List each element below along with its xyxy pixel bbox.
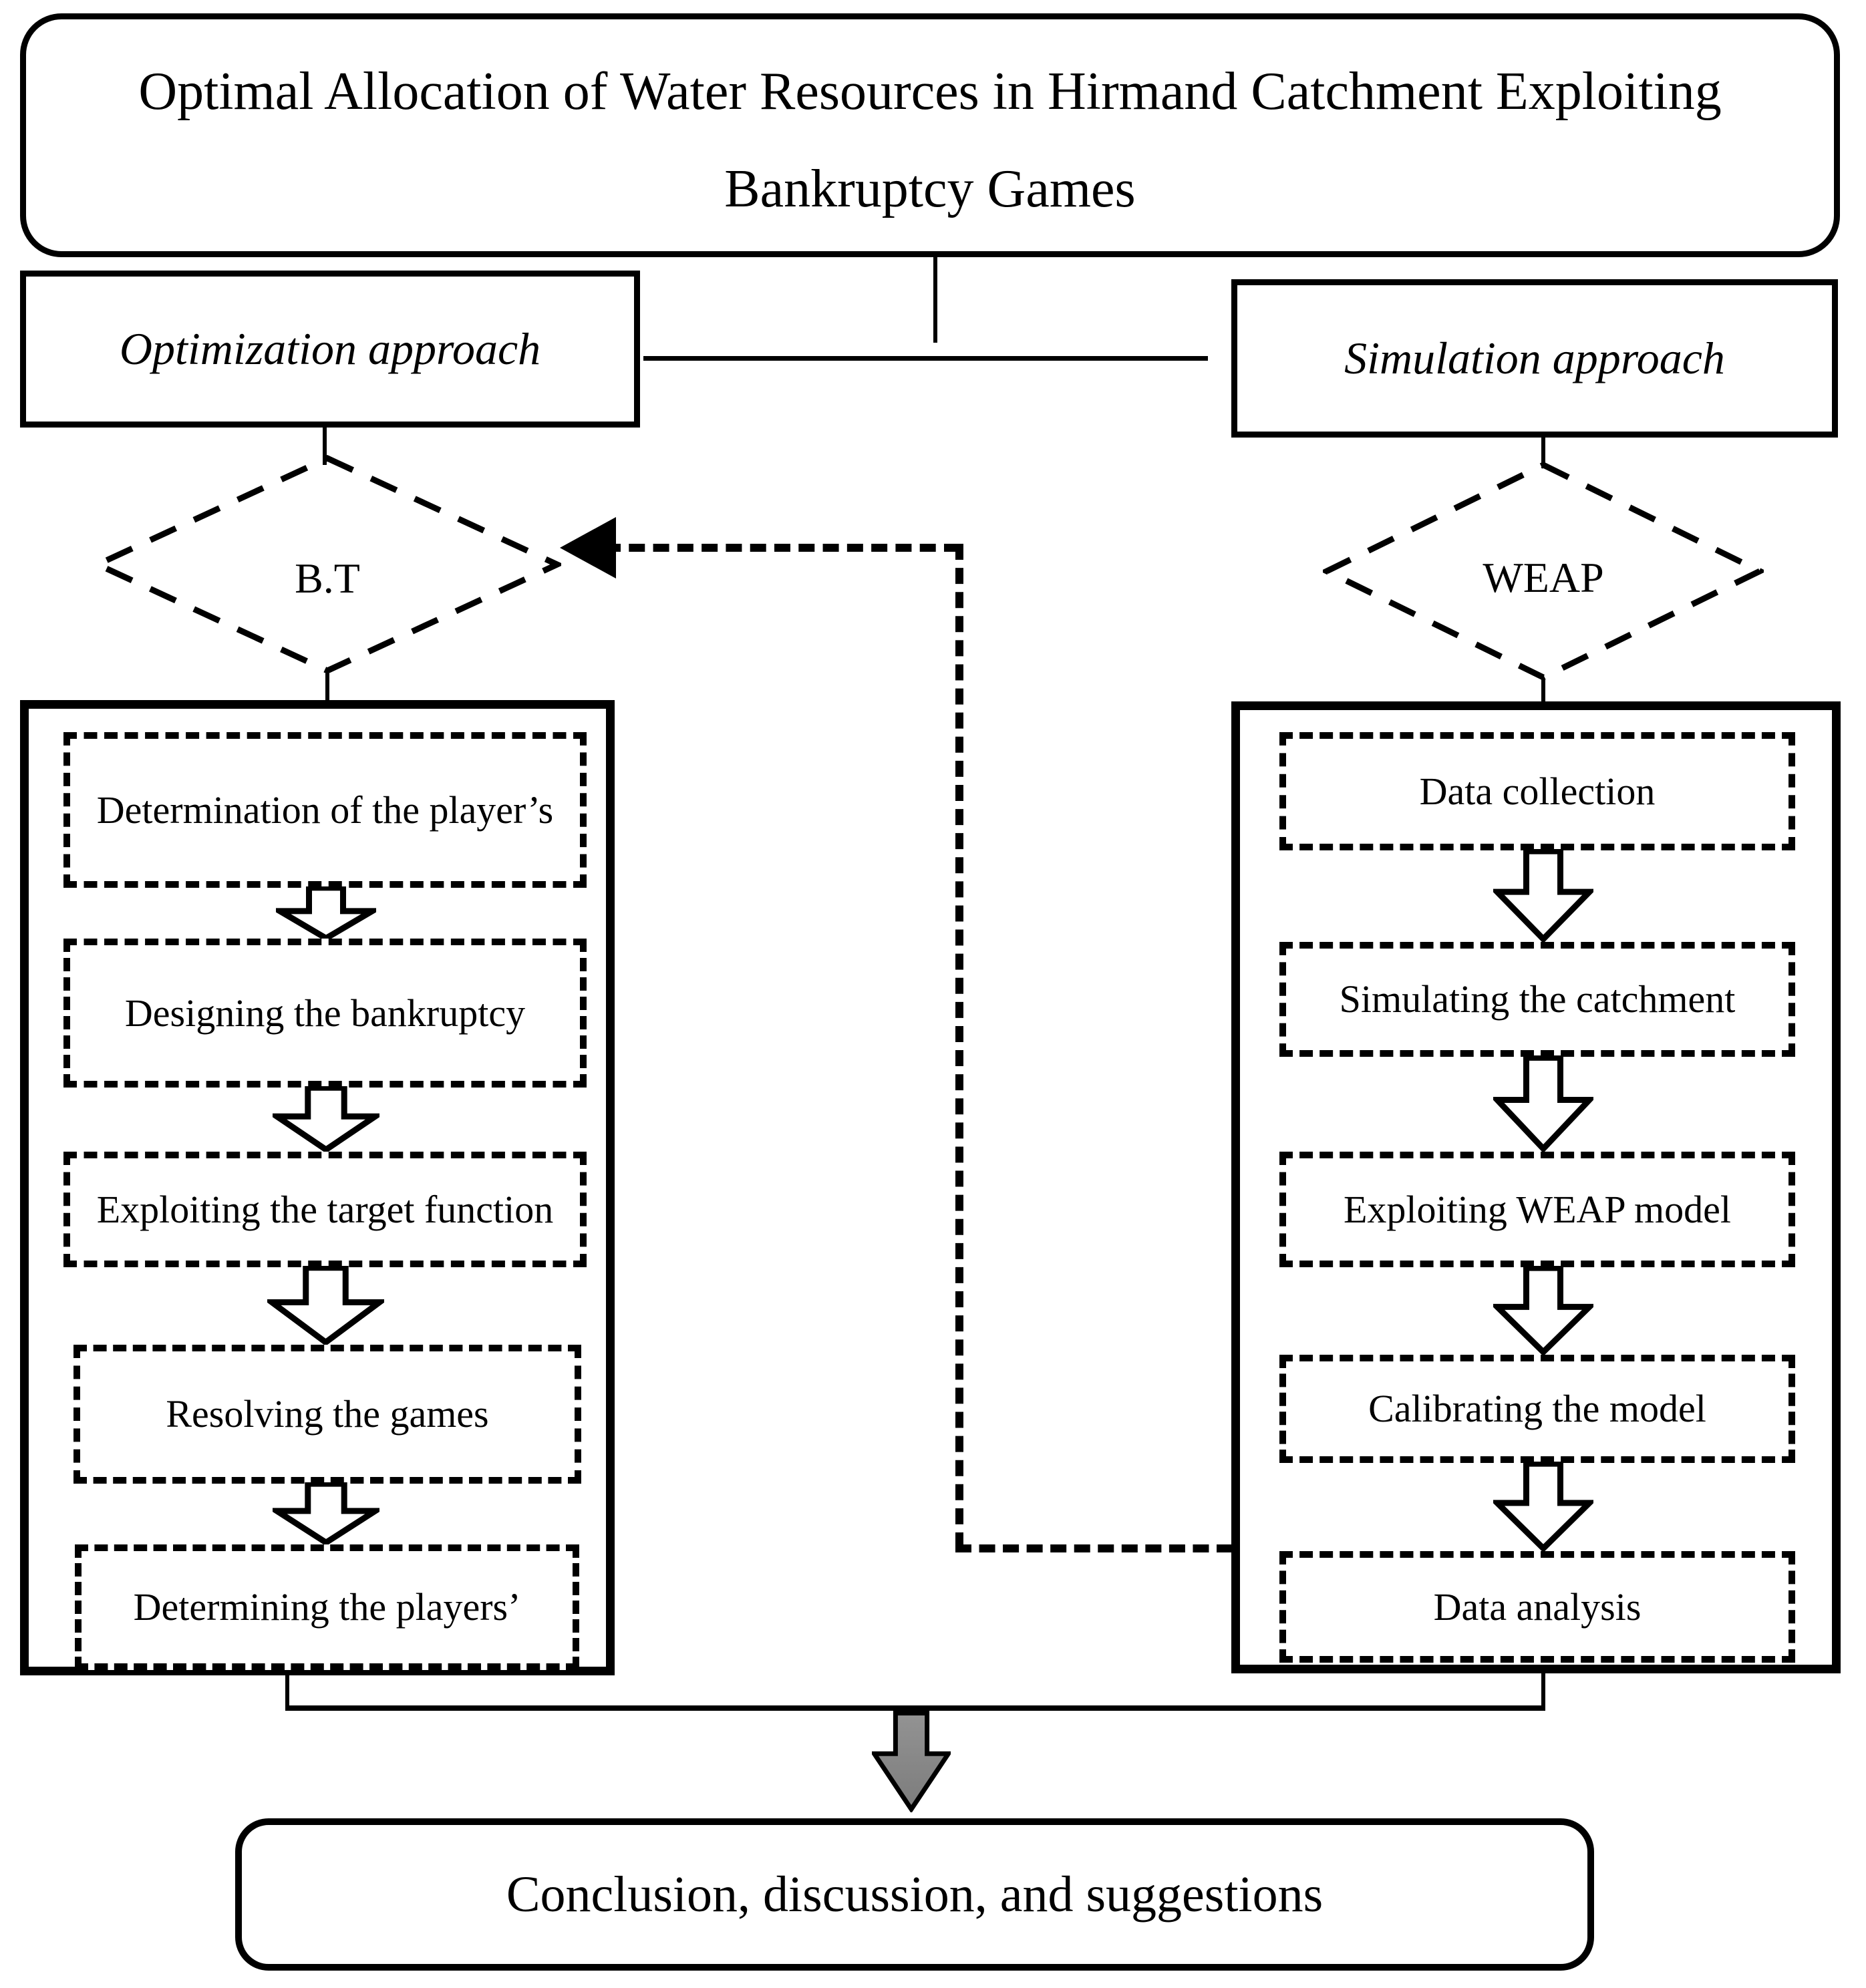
weap-diamond-outline-icon: [1323, 461, 1764, 681]
down-arrow-icon: [273, 1086, 379, 1152]
bt-decision-label: B.T: [295, 554, 360, 602]
down-arrow-icon: [276, 886, 376, 940]
step-box-determining-players: Determining the players’: [75, 1544, 579, 1670]
title-branch-connector-line: [933, 257, 937, 343]
conclusion-label: Conclusion, discussion, and suggestions: [506, 1866, 1324, 1923]
simulation-approach-label: Simulation approach: [1344, 333, 1725, 383]
branch-horizontal-connector-line: [643, 356, 1208, 361]
step-label: Determination of the player’s: [96, 788, 554, 832]
step-box-data-collection: Data collection: [1279, 732, 1795, 850]
step-box-designing-bankruptcy: Designing the bankruptcy: [63, 939, 587, 1088]
optimization-approach-label: Optimization approach: [119, 323, 541, 374]
bt-diamond-outline-icon: [94, 455, 561, 674]
step-label: Resolving the games: [166, 1392, 489, 1436]
step-box-resolving-games: Resolving the games: [73, 1345, 581, 1484]
down-arrow-icon: [267, 1266, 384, 1345]
feedback-dashed-line-vertical: [955, 544, 963, 1548]
simulation-approach-box: Simulation approach: [1231, 279, 1838, 438]
gray-down-arrow-icon: [872, 1711, 951, 1812]
step-label: Designing the bankruptcy: [124, 991, 526, 1035]
step-label: Simulating the catchment: [1339, 977, 1736, 1021]
down-arrow-icon: [273, 1482, 379, 1544]
bottom-join-horizontal-line: [285, 1705, 1545, 1711]
down-arrow-icon: [1493, 1266, 1593, 1355]
bt-to-container-line: [325, 673, 329, 703]
left-container-down-line: [285, 1674, 289, 1710]
step-label: Data analysis: [1433, 1585, 1642, 1629]
weap-decision-diamond: WEAP: [1323, 461, 1764, 681]
down-arrow-icon: [1493, 1055, 1593, 1152]
step-box-exploiting-weap-model: Exploiting WEAP model: [1279, 1152, 1795, 1267]
step-box-exploiting-target-function: Exploiting the target function: [63, 1152, 587, 1267]
simulation-to-weap-line: [1541, 436, 1545, 468]
step-box-data-analysis: Data analysis: [1279, 1551, 1795, 1663]
step-box-simulating-catchment: Simulating the catchment: [1279, 942, 1795, 1057]
optimization-to-bt-line: [323, 426, 327, 465]
right-container-down-line: [1541, 1672, 1545, 1710]
title-line-2: Bankruptcy Games: [724, 159, 1136, 218]
weap-to-container-line: [1541, 679, 1545, 708]
down-arrow-icon: [1493, 1462, 1593, 1551]
title-box: Optimal Allocation of Water Resources in…: [20, 13, 1840, 257]
down-arrow-icon: [1493, 849, 1593, 942]
step-label: Calibrating the model: [1368, 1387, 1706, 1431]
step-label: Data collection: [1419, 769, 1656, 813]
title-line-1: Optimal Allocation of Water Resources in…: [138, 61, 1722, 121]
step-box-determination-players: Determination of the player’s: [63, 732, 587, 888]
step-label: Exploiting the target function: [96, 1187, 554, 1231]
feedback-dashed-line-top: [605, 544, 960, 552]
step-box-calibrating-model: Calibrating the model: [1279, 1355, 1795, 1463]
step-label: Determining the players’: [133, 1585, 521, 1629]
bt-decision-diamond: B.T: [94, 454, 561, 675]
feedback-dashed-line-bottom: [955, 1544, 1233, 1552]
weap-decision-label: WEAP: [1483, 554, 1604, 601]
conclusion-box: Conclusion, discussion, and suggestions: [235, 1818, 1594, 1971]
step-label: Exploiting WEAP model: [1344, 1187, 1731, 1231]
optimization-approach-box: Optimization approach: [20, 271, 640, 428]
